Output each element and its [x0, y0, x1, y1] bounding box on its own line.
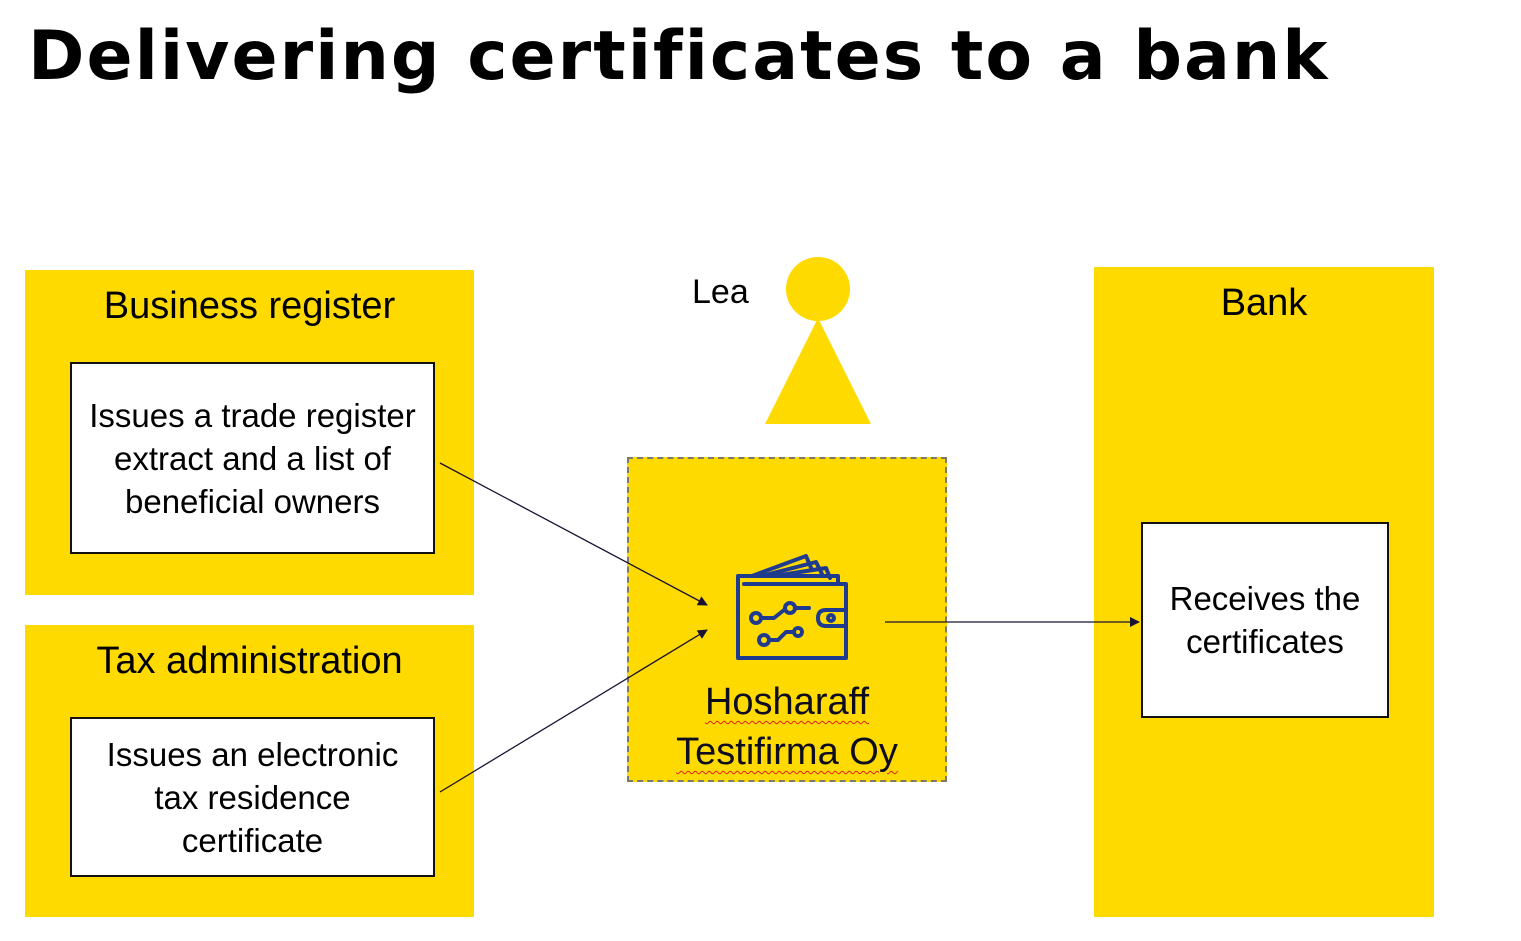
- bank-box: Receives the certificates: [1141, 522, 1389, 718]
- bank-label: Bank: [1220, 282, 1308, 324]
- business-register-box: Issues a trade register extract and a li…: [70, 362, 435, 554]
- business-register-box-text: Issues a trade register extract and a li…: [89, 396, 416, 520]
- company-name-line1: Hosharaff: [704, 681, 870, 723]
- page-title: Delivering certificates to a bank: [28, 17, 1330, 96]
- tax-administration-box: Issues an electronic tax residence certi…: [70, 717, 435, 877]
- company-name-line2: Testifirma Oy: [676, 731, 898, 773]
- business-register-label: Business register: [103, 285, 396, 327]
- person-name: Lea: [692, 273, 749, 311]
- bank-box-text: Receives the certificates: [1169, 580, 1361, 660]
- bank-panel: Bank Receives the certificates: [1094, 267, 1434, 917]
- tax-administration-label: Tax administration: [96, 640, 403, 682]
- wallet-panel: Hosharaff Testifirma Oy: [627, 457, 947, 782]
- business-register-panel: Business register Issues a trade registe…: [25, 270, 474, 595]
- tax-administration-panel: Tax administration Issues an electronic …: [25, 625, 474, 917]
- digital-wallet-icon: [736, 554, 848, 660]
- company-name: Hosharaff Testifirma Oy: [629, 677, 945, 777]
- tax-administration-box-text: Issues an electronic tax residence certi…: [106, 735, 399, 859]
